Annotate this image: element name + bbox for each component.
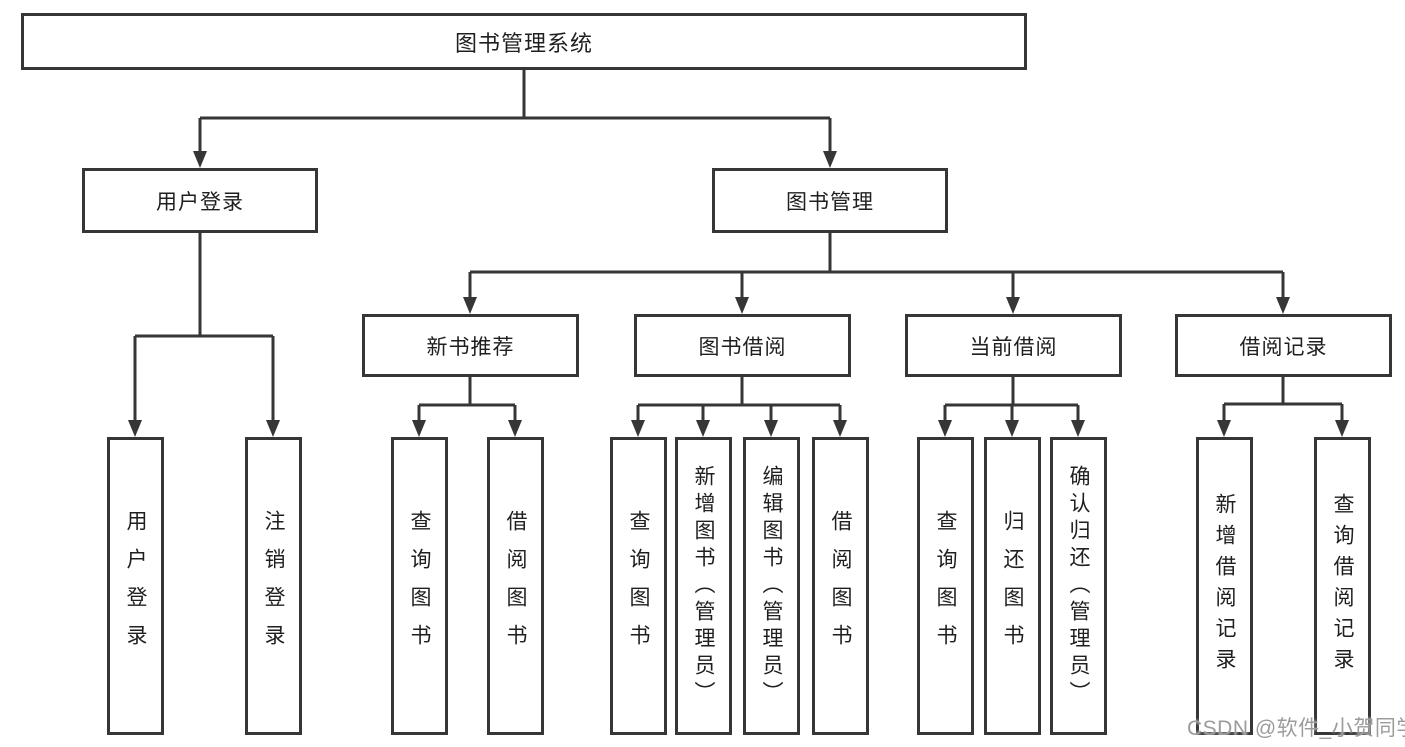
node-borrow-records: 借阅记录 <box>1175 314 1392 377</box>
leaf-label: 借阅图书 <box>504 510 527 662</box>
leaf-edit-book-admin: 编辑图书（管理员） <box>743 437 800 735</box>
leaf-borrow-books: 借阅图书 <box>812 437 869 735</box>
leaf-query-books-borrow: 查询图书 <box>610 437 667 735</box>
leaf-label: 确认归还（管理员） <box>1067 464 1090 708</box>
csdn-watermark: CSDN @软件_小贺同学 <box>1187 717 1405 740</box>
leaf-label: 新增图书（管理员） <box>692 464 715 708</box>
node-library-system: 图书管理系统 <box>21 13 1027 70</box>
node-current-borrow: 当前借阅 <box>905 314 1122 377</box>
leaf-label: 注销登录 <box>262 510 285 662</box>
leaf-borrow-books-recommend: 借阅图书 <box>487 437 544 735</box>
leaf-label: 编辑图书（管理员） <box>760 464 783 708</box>
leaf-add-borrow-record: 新增借阅记录 <box>1196 437 1253 735</box>
leaf-label: 查询图书 <box>934 510 957 662</box>
leaf-query-books-recommend: 查询图书 <box>391 437 448 735</box>
node-user-login: 用户登录 <box>82 168 318 233</box>
node-new-book-recommend: 新书推荐 <box>362 314 579 377</box>
leaf-query-books-current: 查询图书 <box>917 437 974 735</box>
leaf-label: 查询图书 <box>627 510 650 662</box>
leaf-return-books: 归还图书 <box>984 437 1041 735</box>
leaf-label: 用户登录 <box>124 510 147 662</box>
leaf-logout: 注销登录 <box>245 437 302 735</box>
leaf-label: 查询图书 <box>408 510 431 662</box>
leaf-user-login: 用户登录 <box>107 437 164 735</box>
leaf-query-borrow-record: 查询借阅记录 <box>1314 437 1371 735</box>
leaf-add-book-admin: 新增图书（管理员） <box>675 437 732 735</box>
leaf-label: 查询借阅记录 <box>1331 493 1354 679</box>
node-book-management: 图书管理 <box>712 168 948 233</box>
leaf-confirm-return-admin: 确认归还（管理员） <box>1050 437 1107 735</box>
node-book-borrow: 图书借阅 <box>634 314 851 377</box>
leaf-label: 借阅图书 <box>829 510 852 662</box>
leaf-label: 新增借阅记录 <box>1213 493 1236 679</box>
leaf-label: 归还图书 <box>1001 510 1024 662</box>
